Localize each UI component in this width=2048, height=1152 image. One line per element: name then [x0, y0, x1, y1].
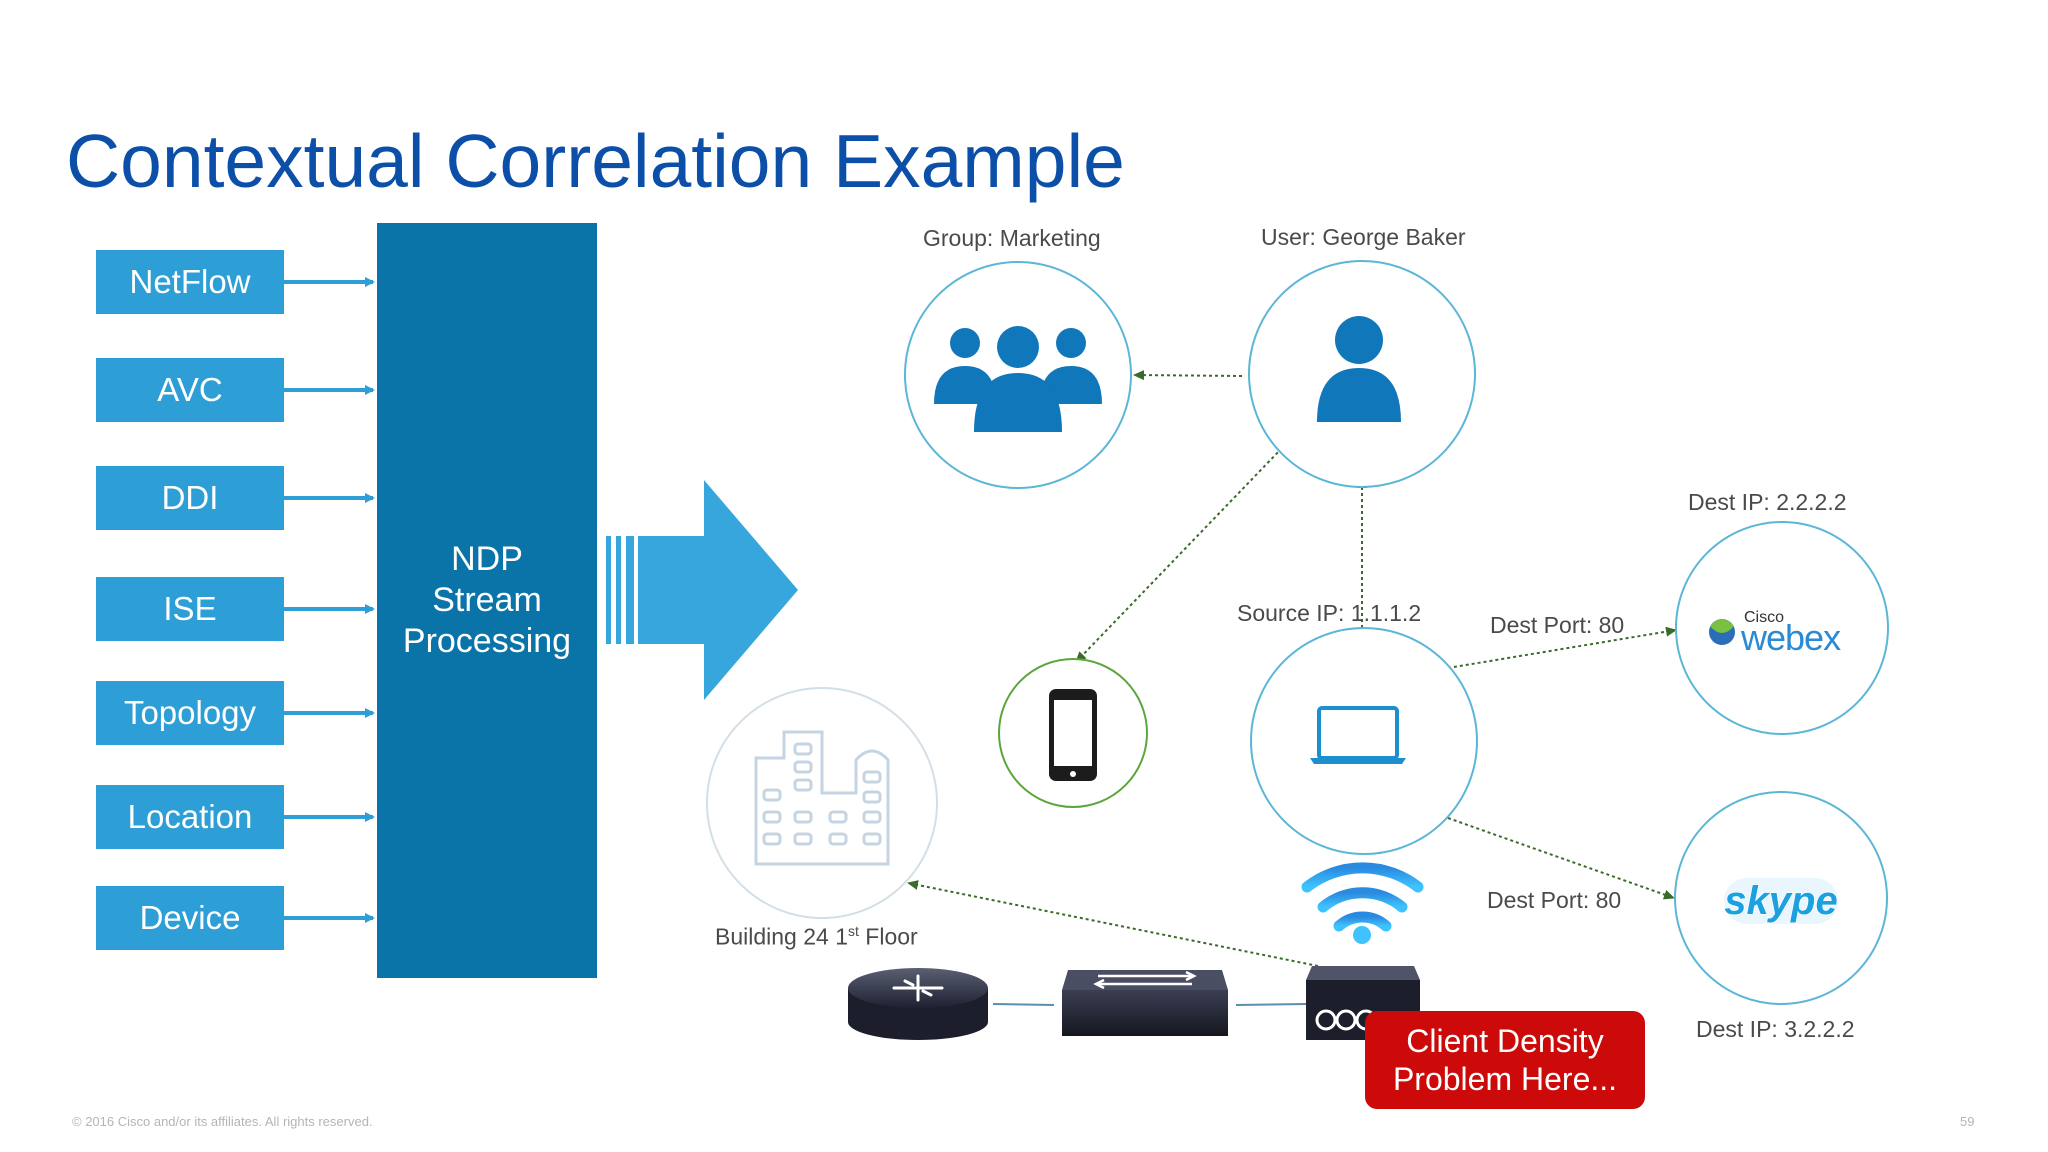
callout-line-1: Client Density — [1406, 1023, 1604, 1059]
client-density-callout: Client Density Problem Here... — [1365, 1011, 1645, 1109]
source-ddi: DDI — [96, 466, 284, 530]
building-label-floor: Floor — [858, 923, 918, 950]
big-output-arrow — [606, 480, 798, 700]
group-label: Group: Marketing — [923, 225, 1101, 251]
people-group-icon — [934, 326, 1102, 432]
building-label: Building 24 1st Floor — [715, 923, 918, 951]
link-user-to-mobile — [1075, 447, 1283, 663]
ndp-label-line-3: Processing — [402, 622, 572, 660]
source-ip-label: Source IP: 1.1.1.2 — [1237, 600, 1422, 626]
skype-logo-icon: skype — [1724, 878, 1838, 924]
dotted-links — [907, 370, 1677, 967]
skype-dest-ip-label: Dest IP: 3.2.2.2 — [1696, 1016, 1855, 1042]
wifi-icon — [1301, 862, 1424, 944]
page-number: 59 — [1960, 1114, 1975, 1129]
link-router-switch — [992, 1003, 1055, 1006]
copyright-footer: © 2016 Cisco and/or its affiliates. All … — [72, 1114, 373, 1129]
mobile-node — [998, 658, 1148, 808]
link-laptop-to-webex — [1447, 626, 1677, 669]
skype-node: skype — [1674, 791, 1888, 1005]
ndp-label-line-1: NDP — [451, 540, 523, 578]
link-ap-to-building — [907, 880, 1319, 967]
source-topology: Topology — [96, 681, 284, 745]
building-icon — [754, 730, 890, 866]
building-label-main: Building 24 1 — [715, 923, 848, 950]
laptop-icon — [1310, 706, 1406, 764]
ndp-label: NDP Stream Processing — [387, 539, 587, 662]
source-netflow: NetFlow — [96, 250, 284, 314]
skype-text: skype — [1724, 879, 1837, 923]
person-icon — [1317, 316, 1401, 422]
group-node — [904, 261, 1132, 489]
source-arrows — [284, 277, 375, 923]
user-label: User: George Baker — [1261, 224, 1466, 250]
switch-icon — [1062, 970, 1228, 1036]
link-user-to-group — [1133, 370, 1243, 381]
skype-dest-port-label: Dest Port: 80 — [1487, 887, 1622, 913]
webex-logo-icon: Cisco webex — [1709, 609, 1842, 658]
link-switch-ap — [1235, 1003, 1307, 1006]
webex-node: Cisco webex — [1675, 521, 1889, 735]
laptop-node — [1250, 627, 1478, 855]
ndp-label-line-2: Stream — [432, 581, 542, 619]
source-location: Location — [96, 785, 284, 849]
source-ise: ISE — [96, 577, 284, 641]
source-device: Device — [96, 886, 284, 950]
building-node — [706, 687, 938, 919]
source-avc: AVC — [96, 358, 284, 422]
webex-small-text: Cisco — [1744, 609, 1784, 626]
user-node — [1248, 260, 1476, 488]
callout-line-2: Problem Here... — [1392, 1061, 1618, 1097]
webex-text: webex — [1740, 617, 1841, 658]
webex-dest-ip-label: Dest IP: 2.2.2.2 — [1688, 489, 1847, 515]
building-label-sup: st — [848, 923, 859, 939]
webex-dest-port-label: Dest Port: 80 — [1490, 612, 1625, 638]
ndp-stream-processing-block: NDP Stream Processing — [377, 223, 597, 978]
slide-title: Contextual Correlation Example — [66, 119, 1125, 203]
router-icon — [848, 968, 988, 1040]
link-laptop-to-skype — [1447, 817, 1675, 900]
mobile-phone-icon — [1049, 689, 1097, 781]
